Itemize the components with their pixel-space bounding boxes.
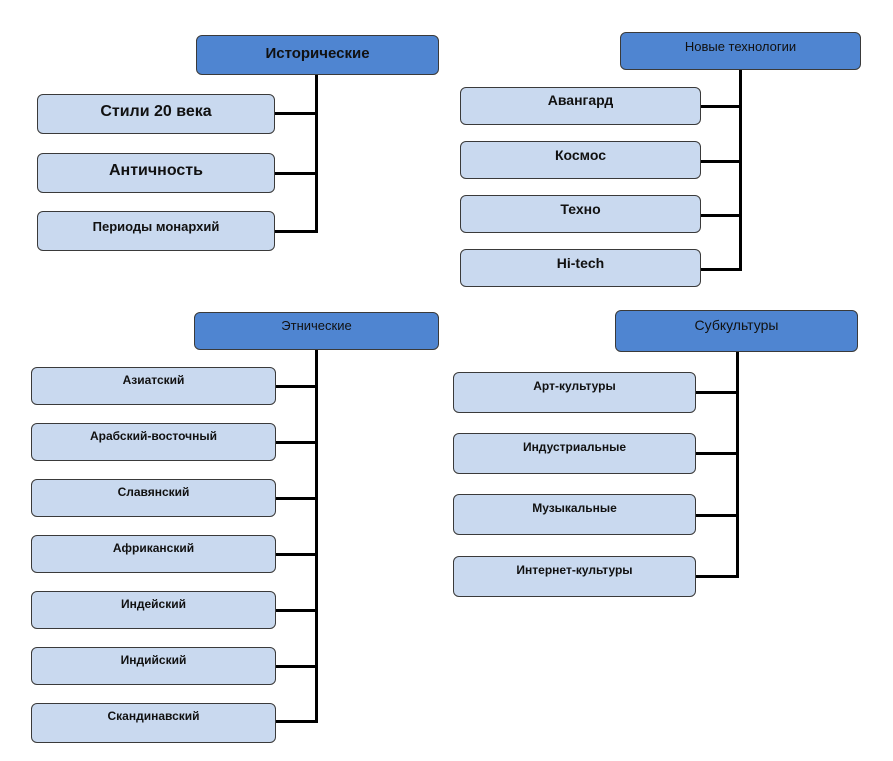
connector-branch bbox=[700, 160, 742, 163]
connector-branch bbox=[700, 214, 742, 217]
group-title: Новые технологии bbox=[684, 39, 797, 54]
connector-branch bbox=[695, 391, 739, 394]
connector-trunk-subcultures bbox=[736, 350, 739, 578]
diagram-node: Техно bbox=[460, 195, 701, 233]
diagram-node: Периоды монархий bbox=[37, 211, 275, 251]
connector-branch bbox=[274, 112, 318, 115]
node-label: Азиатский bbox=[122, 373, 185, 387]
connector-branch bbox=[275, 553, 318, 556]
connector-branch bbox=[695, 452, 739, 455]
node-label: Славянский bbox=[117, 485, 190, 499]
connector-branch bbox=[700, 105, 742, 108]
group-title: Этнические bbox=[281, 318, 352, 333]
diagram-node: Античность bbox=[37, 153, 275, 193]
diagram-node: Скандинавский bbox=[31, 703, 276, 743]
group-header-historical: Исторические bbox=[196, 35, 439, 75]
connector-branch bbox=[700, 268, 742, 271]
node-label: Интернет-культуры bbox=[516, 563, 633, 577]
connector-trunk-historical bbox=[315, 72, 318, 233]
node-label: Арабский-восточный bbox=[89, 429, 217, 443]
node-label: Арт-культуры bbox=[533, 379, 616, 393]
node-label: Hi-tech bbox=[556, 255, 605, 271]
node-label: Индустриальные bbox=[522, 440, 627, 454]
connector-branch bbox=[274, 172, 318, 175]
connector-branch bbox=[275, 665, 318, 668]
diagram-node: Hi-tech bbox=[460, 249, 701, 287]
node-label: Техно bbox=[560, 201, 601, 217]
connector-branch bbox=[275, 385, 318, 388]
connector-branch bbox=[274, 230, 318, 233]
diagram-node: Арт-культуры bbox=[453, 372, 696, 413]
group-title: Субкультуры bbox=[694, 317, 779, 333]
node-label: Индийский bbox=[120, 653, 187, 667]
node-label: Скандинавский bbox=[107, 709, 200, 723]
diagram-node: Авангард bbox=[460, 87, 701, 125]
diagram-node: Индустриальные bbox=[453, 433, 696, 474]
diagram-node: Интернет-культуры bbox=[453, 556, 696, 597]
diagram-node: Индийский bbox=[31, 647, 276, 685]
connector-branch bbox=[275, 497, 318, 500]
node-label: Авангард bbox=[547, 92, 614, 108]
diagram-node: Космос bbox=[460, 141, 701, 179]
connector-branch bbox=[695, 575, 739, 578]
group-header-new-tech: Новые технологии bbox=[620, 32, 861, 70]
diagram-node: Стили 20 века bbox=[37, 94, 275, 134]
node-label: Африканский bbox=[112, 541, 195, 555]
node-label: Индейский bbox=[121, 597, 186, 611]
connector-branch bbox=[275, 441, 318, 444]
group-header-subcultures: Субкультуры bbox=[615, 310, 858, 352]
diagram-node: Африканский bbox=[31, 535, 276, 573]
diagram-node: Музыкальные bbox=[453, 494, 696, 535]
diagram-node: Славянский bbox=[31, 479, 276, 517]
diagram-node: Арабский-восточный bbox=[31, 423, 276, 461]
node-label: Периоды монархий bbox=[92, 219, 220, 234]
group-header-ethnic: Этнические bbox=[194, 312, 439, 350]
node-label: Музыкальные bbox=[532, 501, 617, 515]
connector-branch bbox=[275, 720, 318, 723]
group-title: Исторические bbox=[265, 45, 370, 62]
node-label: Стили 20 века bbox=[100, 103, 212, 120]
connector-trunk-ethnic bbox=[315, 348, 318, 723]
node-label: Космос bbox=[554, 147, 607, 163]
connector-branch bbox=[695, 514, 739, 517]
connector-branch bbox=[275, 609, 318, 612]
diagram-node: Индейский bbox=[31, 591, 276, 629]
diagram-node: Азиатский bbox=[31, 367, 276, 405]
node-label: Античность bbox=[109, 162, 203, 179]
connector-trunk-new-tech bbox=[739, 69, 742, 271]
